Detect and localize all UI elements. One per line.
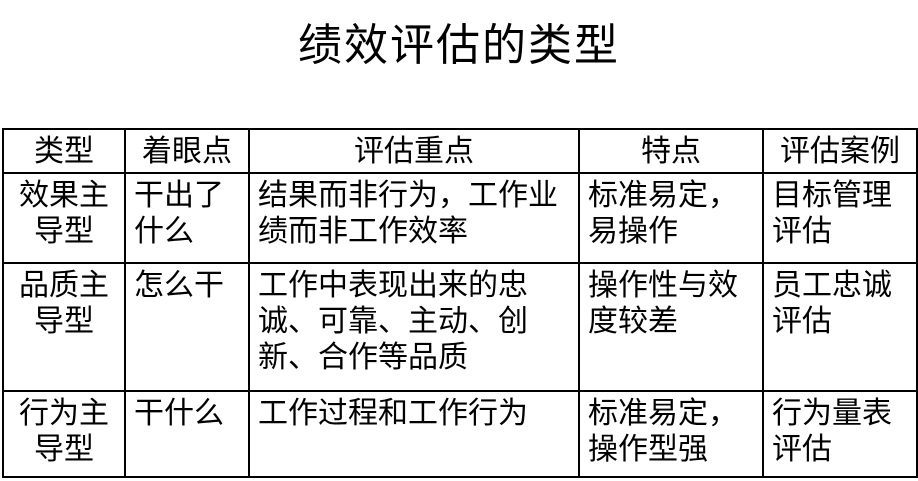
cell-assessment-emphasis: 工作过程和工作行为 [248,390,580,478]
cell-focus: 干出了什么 [124,172,250,264]
cell-focus: 怎么干 [124,262,250,392]
cell-characteristics: 标准易定，易操作 [578,172,764,264]
header-assessment-emphasis: 评估重点 [248,128,580,174]
table-row: 品质主导型 怎么干 工作中表现出来的忠诚、可靠、主动、创新、合作等品质 操作性与… [2,262,918,392]
table-header-row: 类型 着眼点 评估重点 特点 评估案例 [2,128,918,174]
header-focus: 着眼点 [124,128,250,174]
cell-characteristics: 标准易定，操作型强 [578,390,764,478]
cell-assessment-emphasis: 工作中表现出来的忠诚、可靠、主动、创新、合作等品质 [248,262,580,392]
cell-focus: 干什么 [124,390,250,478]
header-assessment-example: 评估案例 [762,128,918,174]
cell-type: 品质主导型 [2,262,126,392]
header-type: 类型 [2,128,126,174]
header-characteristics: 特点 [578,128,764,174]
assessment-types-table: 类型 着眼点 评估重点 特点 评估案例 效果主导型 干出了什么 结果而非行为，工… [2,128,918,478]
page-title: 绩效评估的类型 [298,20,620,71]
cell-assessment-example: 行为量表评估 [762,390,918,478]
cell-assessment-example: 员工忠诚评估 [762,262,918,392]
cell-characteristics: 操作性与效度较差 [578,262,764,392]
cell-assessment-example: 目标管理评估 [762,172,918,264]
cell-type: 效果主导型 [2,172,126,264]
table-row: 行为主导型 干什么 工作过程和工作行为 标准易定，操作型强 行为量表评估 [2,390,918,478]
table-row: 效果主导型 干出了什么 结果而非行为，工作业绩而非工作效率 标准易定，易操作 目… [2,172,918,264]
cell-assessment-emphasis: 结果而非行为，工作业绩而非工作效率 [248,172,580,264]
cell-type: 行为主导型 [2,390,126,478]
